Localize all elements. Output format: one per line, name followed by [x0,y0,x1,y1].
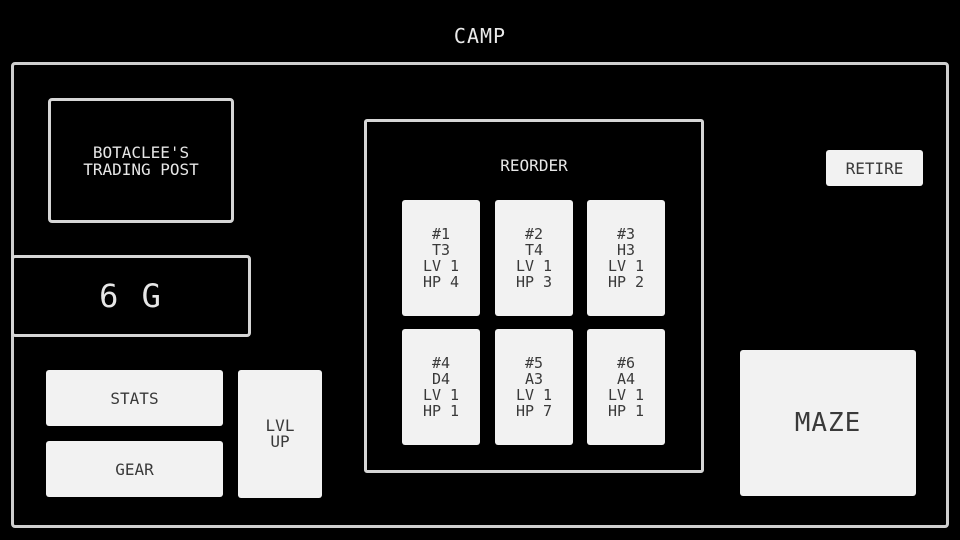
screen-title: CAMP [453,24,507,48]
member-hp: HP 1 [607,402,645,420]
maze-button[interactable]: MAZE [740,350,916,496]
member-level: LV 1 [607,386,645,404]
member-class: H3 [616,241,636,259]
party-member-card-5[interactable]: #5 A3 LV 1 HP 7 [495,329,573,445]
reorder-label: REORDER [500,156,568,175]
member-level: LV 1 [515,257,553,275]
member-slot: #4 [431,354,451,372]
member-class: A4 [616,370,636,388]
member-hp: HP 2 [607,273,645,291]
member-class: A3 [524,370,544,388]
retire-button[interactable]: RETIRE [826,150,923,186]
trading-post-button[interactable]: BOTACLEE'S TRADING POST [48,98,234,223]
member-slot: #3 [616,225,636,243]
member-slot: #5 [524,354,544,372]
party-member-card-6[interactable]: #6 A4 LV 1 HP 1 [587,329,665,445]
member-class: D4 [431,370,451,388]
stats-button[interactable]: STATS [46,370,223,426]
level-up-button[interactable]: LVL UP [238,370,322,498]
member-class: T3 [431,241,451,259]
member-class: T4 [524,241,544,259]
member-hp: HP 3 [515,273,553,291]
member-hp: HP 1 [422,402,460,420]
party-member-card-4[interactable]: #4 D4 LV 1 HP 1 [402,329,480,445]
member-slot: #1 [431,225,451,243]
member-slot: #6 [616,354,636,372]
member-hp: HP 7 [515,402,553,420]
party-member-card-3[interactable]: #3 H3 LV 1 HP 2 [587,200,665,316]
member-slot: #2 [524,225,544,243]
member-hp: HP 4 [422,273,460,291]
party-member-card-2[interactable]: #2 T4 LV 1 HP 3 [495,200,573,316]
reorder-panel: REORDER #1 T3 LV 1 HP 4 #2 T4 LV 1 HP 3 … [364,119,704,473]
member-level: LV 1 [607,257,645,275]
gold-display: 6 G [11,255,251,337]
member-level: LV 1 [515,386,553,404]
party-member-card-1[interactable]: #1 T3 LV 1 HP 4 [402,200,480,316]
member-level: LV 1 [422,386,460,404]
gear-button[interactable]: GEAR [46,441,223,497]
member-level: LV 1 [422,257,460,275]
